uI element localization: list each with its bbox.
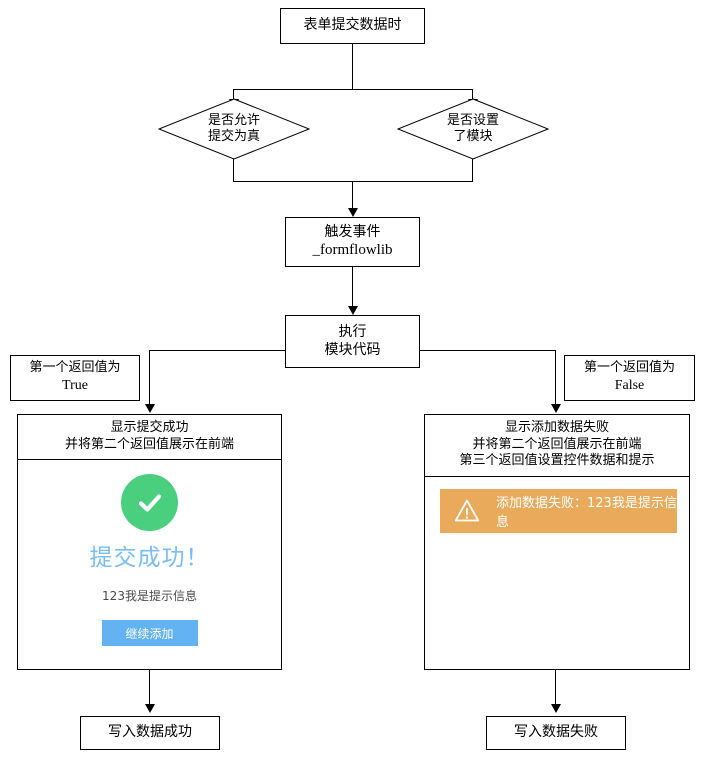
connector-success-to-terminal: [149, 670, 150, 708]
connector-to-decision-right: [472, 89, 473, 101]
connector-decision-right-down: [472, 159, 473, 181]
connector-top-stem: [352, 44, 353, 89]
node-write-fail-label: 写入数据失败: [514, 724, 598, 741]
label-return-false-line2: False: [614, 378, 645, 394]
panel-success-head: 显示提交成功 并将第二个返回值展示在前端: [18, 415, 281, 461]
panel-error: 显示添加数据失败 并将第二个返回值展示在前端 第三个返回值设置控件数据和提示 添…: [424, 414, 690, 670]
node-execute-module-line1: 执行: [338, 324, 367, 341]
decision-allow-submit-line2: 提交为真: [207, 129, 260, 144]
connector-right-drop: [555, 350, 556, 408]
success-title: 提交成功！: [89, 545, 210, 572]
check-circle-icon: [121, 474, 178, 532]
connector-decision-left-down: [233, 159, 234, 181]
panel-success: 显示提交成功 并将第二个返回值展示在前端 提交成功！ 123我是提示信息 继续添…: [17, 414, 282, 670]
decision-allow-submit-line1: 是否允许: [207, 112, 260, 128]
node-trigger-event: 触发事件 _formflowlib: [285, 217, 420, 267]
label-return-false: 第一个返回值为 False: [564, 355, 695, 401]
error-alert-text: 添加数据失败：123我是提示信息: [496, 495, 677, 530]
decision-module-set: 是否设置 了模块: [397, 98, 549, 160]
success-message: 123我是提示信息: [102, 589, 197, 604]
diamond-shape: [158, 98, 310, 160]
error-alert-banner: 添加数据失败：123我是提示信息: [440, 488, 677, 533]
node-form-submit: 表单提交数据时: [280, 8, 425, 44]
connector-execute-left: [149, 350, 286, 351]
decision-allow-submit-label: 是否允许 提交为真: [158, 98, 310, 160]
node-form-submit-label: 表单提交数据时: [303, 17, 402, 34]
label-return-true-line1: 第一个返回值为: [29, 360, 121, 376]
connector-merge-stem: [352, 181, 353, 211]
label-return-false-line1: 第一个返回值为: [583, 360, 675, 376]
node-execute-module-line2: 模块代码: [324, 341, 381, 358]
connector-trigger-to-execute: [352, 267, 353, 309]
decision-module-set-label: 是否设置 了模块: [397, 98, 549, 160]
connector-top-split: [233, 89, 473, 90]
connector-to-decision-left: [233, 89, 234, 101]
warning-triangle-icon: [454, 498, 480, 524]
panel-success-body: 提交成功！ 123我是提示信息 继续添加: [18, 460, 281, 669]
arrowhead-write-success: [145, 704, 155, 713]
node-trigger-event-line2: _formflowlib: [312, 242, 393, 259]
arrowhead-write-fail: [551, 704, 561, 713]
connector-execute-right: [419, 350, 556, 351]
continue-add-button[interactable]: 继续添加: [101, 620, 198, 647]
panel-error-body: 添加数据失败：123我是提示信息: [425, 476, 689, 669]
arrowhead-error-panel: [551, 404, 561, 413]
decision-module-set-line1: 是否设置: [446, 112, 499, 128]
arrowhead-execute: [348, 306, 358, 315]
arrowhead-trigger: [348, 208, 358, 217]
label-return-true-line2: True: [62, 378, 88, 394]
decision-module-set-line2: 了模块: [453, 129, 493, 144]
panel-error-head: 显示添加数据失败 并将第二个返回值展示在前端 第三个返回值设置控件数据和提示: [425, 415, 689, 477]
label-return-true: 第一个返回值为 True: [10, 355, 140, 401]
arrowhead-success-panel: [145, 404, 155, 413]
node-execute-module: 执行 模块代码: [285, 315, 420, 368]
node-write-fail: 写入数据失败: [486, 716, 626, 750]
connector-merge-bar: [233, 181, 473, 182]
diamond-shape: [397, 98, 549, 160]
node-trigger-event-line1: 触发事件: [324, 224, 381, 241]
connector-error-to-terminal: [555, 670, 556, 708]
connector-left-drop: [149, 350, 150, 408]
node-write-success-label: 写入数据成功: [108, 724, 192, 741]
decision-allow-submit: 是否允许 提交为真: [158, 98, 310, 160]
node-write-success: 写入数据成功: [80, 716, 220, 750]
